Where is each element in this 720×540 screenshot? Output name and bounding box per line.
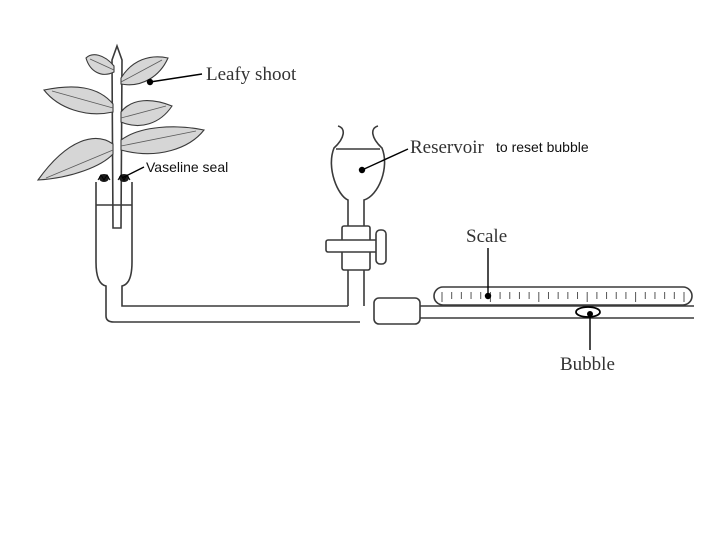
leaf bbox=[120, 100, 173, 126]
label-leafy-shoot: Leafy shoot bbox=[206, 64, 297, 85]
leaf bbox=[120, 56, 169, 86]
connector bbox=[373, 297, 421, 325]
label-pointers bbox=[121, 73, 593, 350]
reservoir bbox=[330, 125, 386, 306]
label-scale: Scale bbox=[466, 226, 507, 247]
leaf bbox=[120, 126, 205, 155]
leafy-shoot bbox=[36, 43, 205, 229]
label-bubble: Bubble bbox=[560, 354, 615, 375]
leaf bbox=[85, 54, 115, 75]
label-reservoir: Reservoir bbox=[410, 137, 485, 158]
plant-tube bbox=[95, 182, 360, 323]
label-reservoir-note: to reset bubble bbox=[496, 139, 589, 155]
scale-ticks bbox=[441, 292, 685, 302]
leaf bbox=[43, 86, 114, 115]
scale bbox=[433, 286, 693, 306]
capillary-tube bbox=[420, 305, 694, 319]
leaf bbox=[36, 138, 114, 181]
tap bbox=[325, 225, 387, 271]
stem bbox=[111, 43, 123, 229]
label-vaseline-seal: Vaseline seal bbox=[146, 159, 228, 175]
